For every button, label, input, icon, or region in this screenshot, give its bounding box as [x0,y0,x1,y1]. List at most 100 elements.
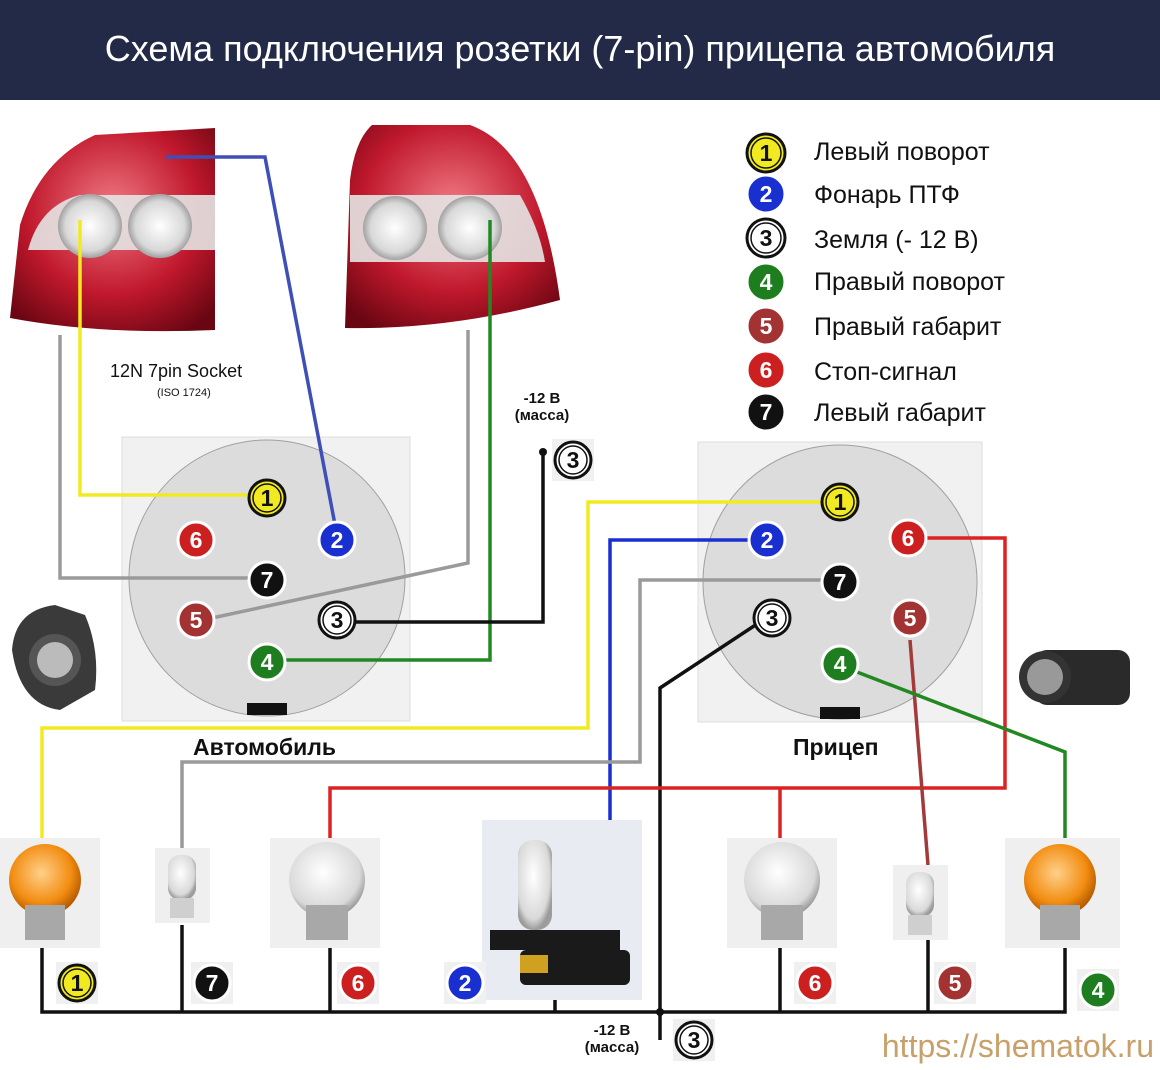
pin-number: 6 [190,527,203,553]
pin-badge-7: 7 [820,562,860,602]
pin-number: 6 [352,970,365,996]
left-tail-light [10,128,215,332]
pin-number: 3 [760,225,773,251]
legend-label: Правый габарит [814,313,1002,341]
pin-badge-7: 7 [191,962,233,1004]
bulb-left-stop [270,838,380,948]
pin-number: 2 [331,527,344,553]
socket-standard: (ISO 1724) [157,387,211,399]
pin-number: 7 [261,567,274,593]
trailer-label: Прицеп [793,734,879,760]
wire-car-3-black [355,452,545,624]
pin-badge-1: 1 [247,478,287,518]
pin-badge-1: 1 [745,132,787,174]
pin-number: 5 [904,605,917,631]
pin-badge-4: 4 [745,261,787,303]
car-label: Автомобиль [193,734,337,760]
wire-car-7-gray [58,335,248,580]
pin-number: 1 [834,489,847,515]
watermark: https://shematok.ru [881,1028,1154,1064]
bulb-left-turn [0,838,100,948]
pin-badge-3: 3 [752,598,792,638]
pin-badge-3: 3 [317,600,357,640]
pin-number: 5 [949,970,962,996]
bulb-right-turn [1005,838,1120,948]
bulb-right-marker [893,865,948,940]
bulb-left-marker [155,848,210,923]
pin-number: 2 [761,527,774,553]
pin-number: 6 [902,525,915,551]
legend-label: Земля (- 12 В) [814,226,979,254]
pin-badge-4: 4 [247,642,287,682]
legend-label: Правый поворот [814,268,1005,296]
pin-number: 4 [1092,977,1105,1003]
pin-badge-1: 1 [56,962,98,1004]
bulb-right-stop [727,838,837,948]
pin-number: 7 [206,970,219,996]
pin-badge-6: 6 [176,520,216,560]
pin-number: 5 [190,607,203,633]
pin-number: 4 [261,649,274,675]
pin-badge-2: 2 [317,520,357,560]
pin-number: 6 [809,970,822,996]
pin-badge-6: 6 [745,349,787,391]
pin-badge-4: 4 [1077,969,1119,1011]
plug-photo [1019,650,1130,705]
legend-label: Стоп-сигнал [814,358,957,386]
pin-badge-6: 6 [337,962,379,1004]
pin-number: 6 [760,357,773,383]
pin-number: 3 [567,447,580,473]
pin-badge-5: 5 [890,598,930,638]
ground-label-top: -12 В (масса) [514,390,570,424]
pin-number: 5 [760,313,773,339]
pin-number: 2 [760,181,773,207]
pin-badge-1: 1 [820,482,860,522]
wire-trailer-6-red [328,536,1007,840]
pin-number: 4 [834,651,847,677]
pin-number: 1 [261,485,274,511]
pin-number: 3 [766,605,779,631]
wire-trailer-2-blue [608,538,750,820]
pin-badge-3: 3 [552,439,594,481]
wire-car-2-blue [165,155,338,531]
bulb-fog-lamp [482,820,642,1000]
pin-badge-3: 3 [745,217,787,259]
wire-trailer-4-green [856,670,1067,840]
pin-badge-7: 7 [247,560,287,600]
wire-car-1-yellow [78,220,250,497]
pin-badge-2: 2 [747,520,787,560]
pin-number: 7 [834,569,847,595]
socket-label: 12N 7pin Socket [110,361,243,381]
pin-number: 1 [760,140,773,166]
right-tail-light [345,125,560,329]
wire-car-4-green [283,220,492,662]
pin-badge-6: 6 [794,962,836,1004]
wire-trailer-1-yellow [40,500,823,840]
pin-number: 1 [71,970,84,996]
pin-badge-2: 2 [745,173,787,215]
legend-label: Левый габарит [814,399,986,427]
pin-number: 2 [459,970,472,996]
title-bar: Схема подключения розетки (7-pin) прицеп… [0,0,1160,100]
pin-badge-7: 7 [745,391,787,433]
legend-label: Фонарь ПТФ [814,181,960,209]
pin-badge-4: 4 [820,644,860,684]
pin-badge-3: 3 [673,1019,715,1061]
pin-number: 4 [760,269,773,295]
wire-car-5-gray [211,330,470,620]
socket-photo [12,605,97,710]
ground-label-bottom: -12 В (масса) [584,1022,640,1056]
pin-badge-6: 6 [888,518,928,558]
pin-badge-5: 5 [176,600,216,640]
wire-trailer-5-darkred [908,639,930,866]
wire-trailer-7-gray [180,578,822,850]
pin-badge-5: 5 [745,305,787,347]
page-title: Схема подключения розетки (7-pin) прицеп… [104,28,1056,69]
pin-badge-2: 2 [444,962,486,1004]
pin-number: 7 [760,399,773,425]
pin-number: 3 [331,607,344,633]
wire-trailer-3-black [658,622,758,1012]
legend-label: Левый поворот [814,138,990,166]
pin-number: 3 [688,1027,701,1053]
